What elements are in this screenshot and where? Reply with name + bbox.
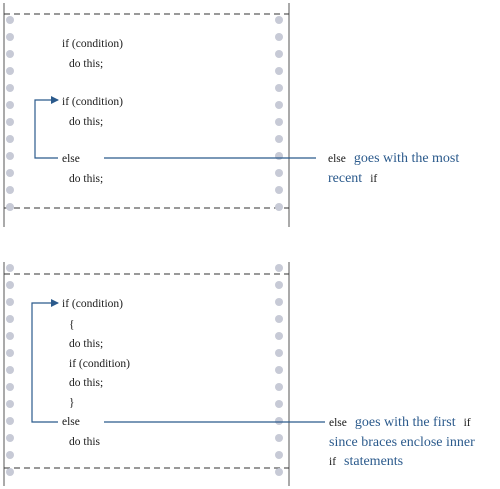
tractor-hole (6, 50, 14, 58)
code-line: else (62, 416, 80, 428)
tractor-hole (275, 135, 283, 143)
code-line: do this; (69, 377, 103, 389)
tractor-hole (6, 417, 14, 425)
tractor-hole (6, 468, 14, 476)
tractor-hole (275, 434, 283, 442)
code-line: else (62, 153, 80, 165)
keyword-if: if (464, 417, 471, 429)
tractor-hole (6, 264, 14, 272)
panel-2-bracket-arrow (31, 299, 59, 423)
annotation-2: else goes with the first if since braces… (329, 413, 475, 469)
tractor-hole (275, 349, 283, 357)
tractor-hole (6, 400, 14, 408)
tractor-hole (6, 33, 14, 41)
panel-1-bracket-arrow (34, 96, 59, 159)
tractor-hole (275, 186, 283, 194)
tractor-hole (6, 451, 14, 459)
tractor-hole (6, 281, 14, 289)
tractor-hole (275, 203, 283, 211)
tractor-hole (6, 298, 14, 306)
tractor-hole (6, 101, 14, 109)
tractor-hole (6, 349, 14, 357)
tractor-hole (275, 281, 283, 289)
annotation-2-line-3: if statements (329, 452, 403, 469)
tractor-hole (6, 203, 14, 211)
code-line: { (69, 319, 75, 331)
code-line: do this; (69, 116, 103, 128)
annotation-text: since braces enclose inner (329, 435, 475, 450)
annotation-1-line-1: else goes with the most (328, 149, 459, 166)
annotation-text: goes with the most (354, 151, 459, 166)
tractor-hole (6, 434, 14, 442)
keyword-if: if (329, 456, 336, 468)
tractor-hole (6, 16, 14, 24)
annotation-text: goes with the first (355, 415, 456, 430)
code-line: if (condition) (62, 298, 123, 310)
tractor-hole (275, 315, 283, 323)
tractor-hole (6, 366, 14, 374)
code-line: } (69, 397, 75, 409)
code-line: if (condition) (62, 38, 123, 50)
code-line: do this (69, 436, 101, 448)
panel-1-tractor-holes (6, 16, 283, 211)
tractor-hole (275, 67, 283, 75)
tractor-hole (275, 16, 283, 24)
tractor-hole (275, 264, 283, 272)
tractor-hole (275, 298, 283, 306)
tractor-hole (6, 383, 14, 391)
annotation-1-line-2: recent if (328, 169, 377, 186)
keyword-else: else (329, 417, 347, 429)
tractor-hole (275, 332, 283, 340)
tractor-hole (6, 332, 14, 340)
code-line: do this; (69, 173, 103, 185)
panel-2-tractor-holes (6, 264, 283, 476)
tractor-hole (275, 50, 283, 58)
code-line: do this; (69, 338, 103, 350)
tractor-hole (275, 400, 283, 408)
annotation-text: recent (328, 171, 362, 186)
tractor-hole (275, 118, 283, 126)
tractor-hole (6, 135, 14, 143)
tractor-hole (6, 186, 14, 194)
tractor-hole (6, 84, 14, 92)
tractor-hole (275, 152, 283, 160)
keyword-if: if (370, 173, 377, 185)
tractor-hole (6, 169, 14, 177)
annotation-text: statements (344, 454, 403, 469)
code-line: if (condition) (69, 358, 130, 370)
annotation-1: else goes with the most recent if (328, 149, 459, 186)
annotation-2-line-2: since braces enclose inner (329, 435, 475, 450)
tractor-hole (275, 169, 283, 177)
tractor-hole (6, 315, 14, 323)
tractor-hole (275, 101, 283, 109)
tractor-hole (275, 417, 283, 425)
tractor-hole (275, 366, 283, 374)
printout-panel-1: if (condition) do this; if (condition) d… (3, 3, 316, 227)
tractor-hole (275, 383, 283, 391)
code-line: do this; (69, 58, 103, 70)
code-line: if (condition) (62, 96, 123, 108)
keyword-else: else (328, 153, 346, 165)
tractor-hole (275, 33, 283, 41)
tractor-hole (275, 451, 283, 459)
tractor-hole (275, 468, 283, 476)
tractor-hole (6, 118, 14, 126)
printout-panel-2: if (condition) { do this; if (condition)… (3, 262, 325, 486)
tractor-hole (275, 84, 283, 92)
tractor-hole (6, 152, 14, 160)
annotation-2-line-1: else goes with the first if (329, 413, 471, 430)
tractor-hole (6, 67, 14, 75)
